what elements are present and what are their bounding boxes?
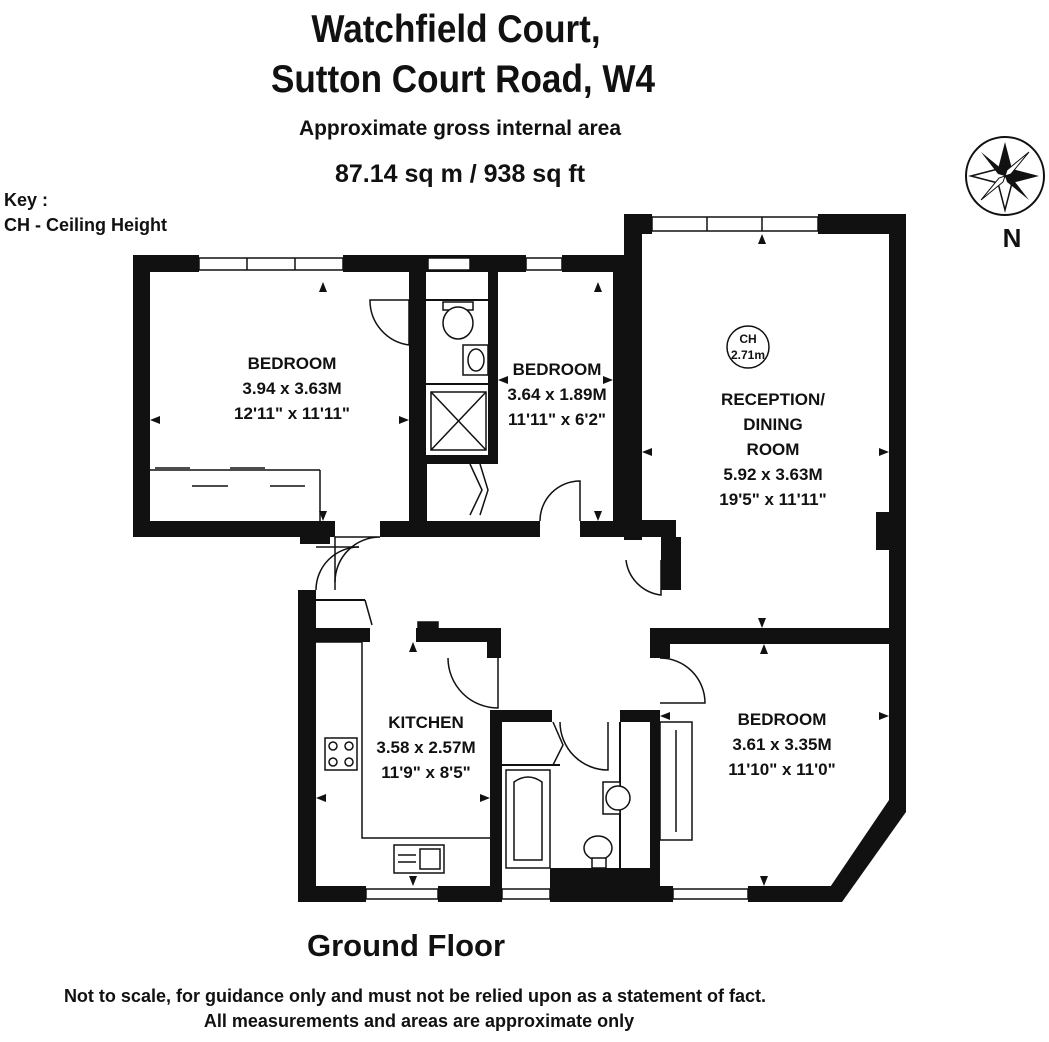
key-title: Key : [4,190,49,210]
fixtures [150,301,693,874]
room-reception-name-3: ROOM [747,440,800,459]
disclaimer-line-2: All measurements and areas are approxima… [203,1011,635,1031]
room-kitchen-name: KITCHEN [388,713,464,732]
room-bedroom-3-imperial: 11'10" x 11'0" [728,760,835,779]
room-kitchen-imperial: 11'9" x 8'5" [381,763,470,782]
partitions [316,299,621,868]
ceiling-height-code: CH [739,332,756,346]
room-bedroom-2-name: BEDROOM [513,360,602,379]
ceiling-height-marker [726,325,770,369]
room-bedroom-2-imperial: 11'11" x 6'2" [508,410,606,429]
compass-north-label: N [1003,223,1022,253]
title-line-1: Watchfield Court, [311,8,601,51]
title-line-2: Sutton Court Road, W4 [270,58,656,101]
compass-icon [965,136,1045,216]
area-value: 87.14 sq m / 938 sq ft [334,160,586,188]
room-bedroom-1-name: BEDROOM [248,354,337,373]
disclaimer-line-1: Not to scale, for guidance only and must… [63,986,767,1006]
room-bedroom-1-imperial: 12'11" x 11'11" [234,404,350,423]
room-bedroom-1-metric: 3.94 x 3.63M [242,379,341,398]
doors [315,299,706,771]
room-reception-metric: 5.92 x 3.63M [723,465,822,484]
room-kitchen-metric: 3.58 x 2.57M [376,738,475,757]
key-ceiling-height: CH - Ceiling Height [4,215,167,235]
dimension-arrows [150,234,889,886]
room-reception-imperial: 19'5" x 11'11" [719,490,826,509]
room-reception-name-2: DINING [743,415,803,434]
floor-name: Ground Floor [306,928,506,963]
windows [198,216,819,900]
room-labels: BEDROOM 3.94 x 3.63M 12'11" x 11'11" BED… [234,354,836,782]
walls [133,214,906,902]
area-label: Approximate gross internal area [298,117,622,140]
ceiling-height-value: 2.71m [731,348,765,362]
room-reception-name-1: RECEPTION/ [721,390,825,409]
room-bedroom-3-metric: 3.61 x 3.35M [732,735,831,754]
key-legend: Key : CH - Ceiling Height [4,188,167,238]
room-bedroom-2-metric: 3.64 x 1.89M [507,385,606,404]
room-bedroom-3-name: BEDROOM [738,710,827,729]
